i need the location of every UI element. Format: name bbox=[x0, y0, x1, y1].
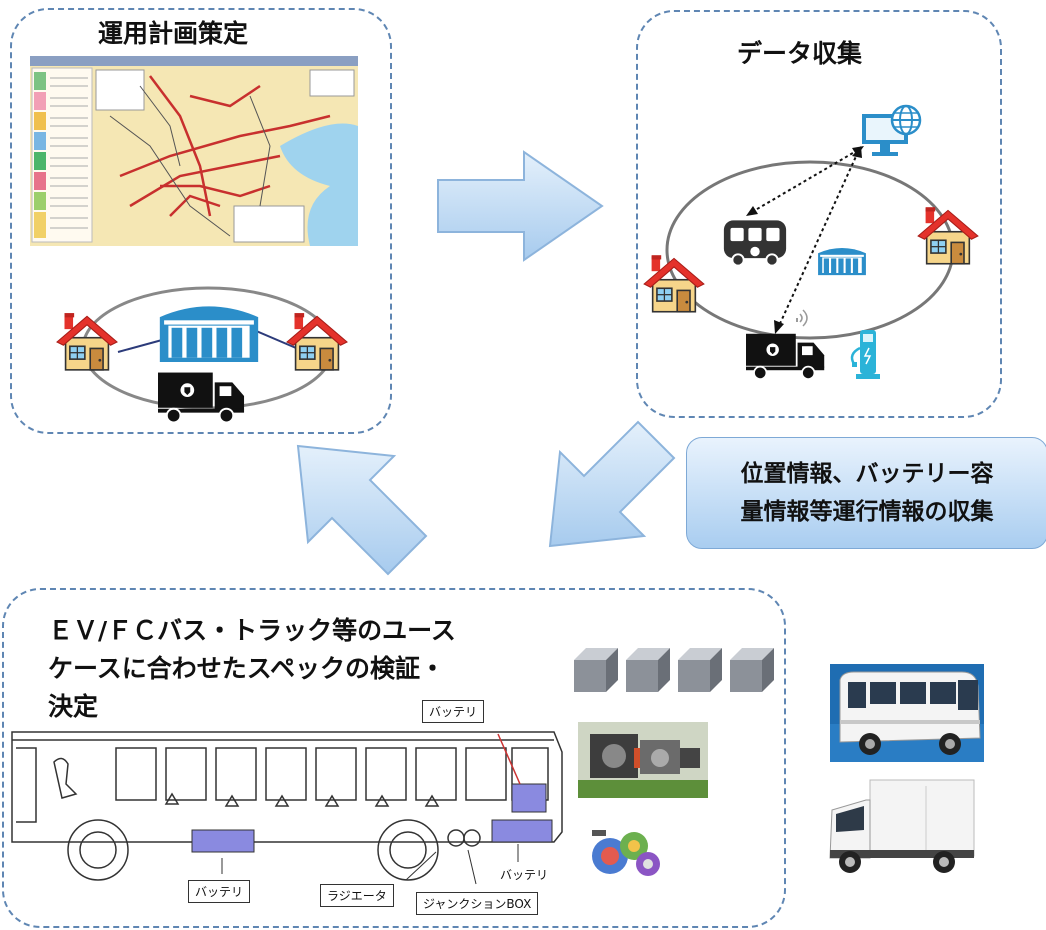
box-truck-photo bbox=[829, 779, 975, 873]
motor-unit-image bbox=[578, 722, 708, 798]
truck-icon bbox=[158, 370, 246, 424]
spec-title-line-3: 決定 bbox=[48, 692, 99, 721]
house-icon bbox=[916, 206, 980, 266]
spec-panel bbox=[2, 588, 786, 928]
arrow-up-left-icon bbox=[296, 444, 428, 576]
callout-line-1: 位置情報、バッテリー容 bbox=[740, 461, 994, 487]
computer-globe-icon bbox=[862, 104, 922, 156]
callout-line-2: 量情報等運行情報の収集 bbox=[740, 499, 994, 525]
collection-title: データ収集 bbox=[737, 39, 863, 68]
truck-icon bbox=[746, 330, 826, 382]
drive-parts-image bbox=[592, 830, 660, 876]
route-map-image bbox=[30, 56, 358, 246]
label-battery-top: バッテリ bbox=[422, 700, 485, 723]
arrow-down-left-icon bbox=[548, 420, 676, 548]
callout-box: 位置情報、バッテリー容 量情報等運行情報の収集 bbox=[686, 437, 1046, 549]
planning-title: 運用計画策定 bbox=[98, 19, 249, 48]
charger-icon bbox=[850, 330, 880, 379]
spec-title: ＥＶ/ＦＣバス・トラック等のユース ケースに合わせたスペックの検証・ 決定 bbox=[48, 612, 456, 726]
house-icon bbox=[642, 254, 706, 314]
arrow-right-icon bbox=[437, 150, 604, 262]
bus-icon bbox=[722, 216, 788, 270]
garage-icon bbox=[154, 300, 264, 362]
label-battery-right: バッテリ bbox=[500, 868, 549, 882]
house-icon bbox=[284, 312, 350, 372]
bus-schematic-drawing bbox=[11, 731, 563, 885]
house-icon bbox=[54, 312, 120, 372]
spec-title-line-1: ＥＶ/ＦＣバス・トラック等のユース bbox=[48, 616, 456, 645]
battery-modules-image bbox=[574, 648, 774, 692]
label-battery-bottom: バッテリ bbox=[188, 880, 251, 903]
label-radiator: ラジエータ bbox=[320, 884, 394, 907]
label-junction-box: ジャンクションBOX bbox=[416, 892, 539, 915]
garage-icon bbox=[816, 244, 868, 276]
planning-panel bbox=[10, 8, 392, 434]
minibus-photo bbox=[830, 664, 984, 762]
spec-title-line-2: ケースに合わせたスペックの検証・ bbox=[48, 654, 446, 683]
collection-panel bbox=[636, 10, 1002, 418]
